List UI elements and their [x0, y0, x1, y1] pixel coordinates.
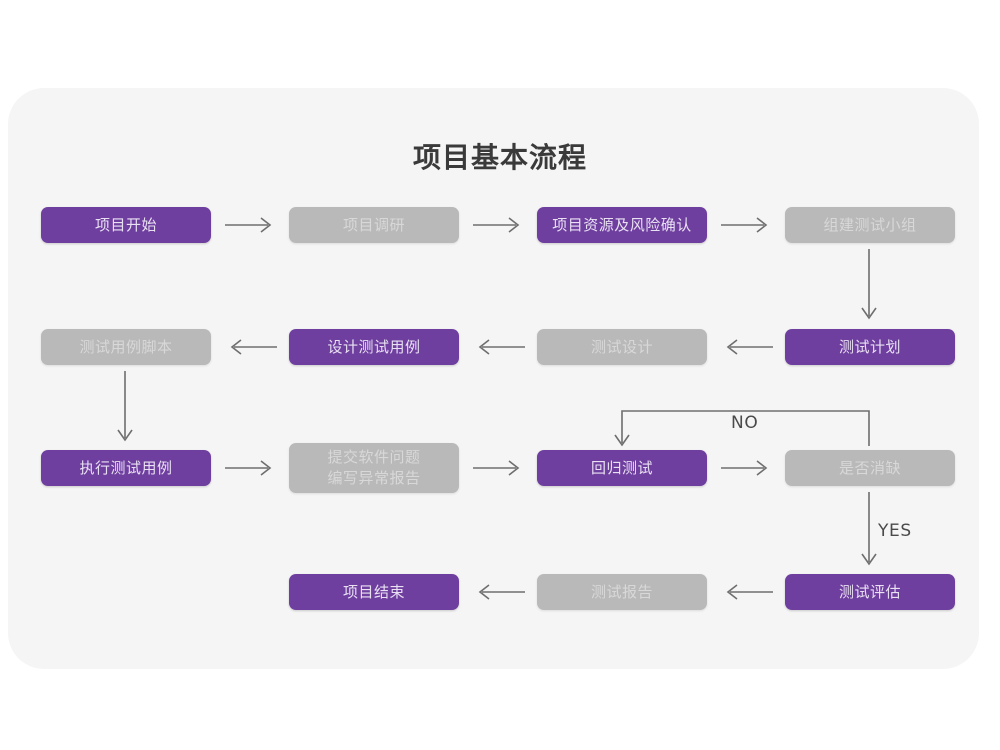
node-test-report[interactable]: 测试报告	[537, 574, 707, 610]
node-design-test-cases[interactable]: 设计测试用例	[289, 329, 459, 365]
node-form-test-team[interactable]: 组建测试小组	[785, 207, 955, 243]
node-project-research[interactable]: 项目调研	[289, 207, 459, 243]
flowchart-card	[8, 88, 979, 669]
node-test-evaluation[interactable]: 测试评估	[785, 574, 955, 610]
edge-label-no: NO	[731, 413, 759, 433]
node-test-plan[interactable]: 测试计划	[785, 329, 955, 365]
node-project-start[interactable]: 项目开始	[41, 207, 211, 243]
node-test-design[interactable]: 测试设计	[537, 329, 707, 365]
node-test-case-script[interactable]: 测试用例脚本	[41, 329, 211, 365]
node-submit-issues-write-report[interactable]: 提交软件问题 编写异常报告	[289, 443, 459, 493]
node-defects-cleared[interactable]: 是否消缺	[785, 450, 955, 486]
node-resource-risk-confirmation[interactable]: 项目资源及风险确认	[537, 207, 707, 243]
page-title: 项目基本流程	[412, 141, 587, 174]
node-execute-test-cases[interactable]: 执行测试用例	[41, 450, 211, 486]
edge-label-yes: YES	[878, 521, 912, 541]
node-project-end[interactable]: 项目结束	[289, 574, 459, 610]
node-regression-test[interactable]: 回归测试	[537, 450, 707, 486]
